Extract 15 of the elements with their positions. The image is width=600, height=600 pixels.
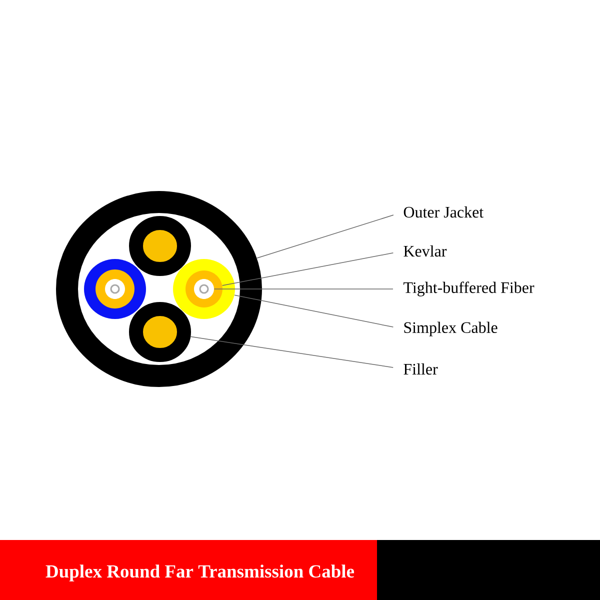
leader-line: [222, 252, 394, 286]
leader-line: [234, 294, 394, 328]
callout-label: Simplex Cable: [404, 322, 498, 336]
callout-label: Filler: [404, 363, 438, 375]
leader-line: [214, 288, 394, 290]
leader-line: [190, 336, 394, 368]
leader-line: [256, 214, 394, 259]
filler: [129, 216, 191, 276]
title-banner: Duplex Round Far Transmission Cable: [0, 540, 377, 600]
callout-label: Kevlar: [404, 245, 447, 257]
callout-label: Outer Jacket: [404, 206, 484, 218]
filler: [129, 302, 191, 362]
fiber: [105, 279, 125, 299]
callout-label: Tight-buffered Fiber: [403, 282, 534, 296]
fiber: [194, 279, 214, 299]
